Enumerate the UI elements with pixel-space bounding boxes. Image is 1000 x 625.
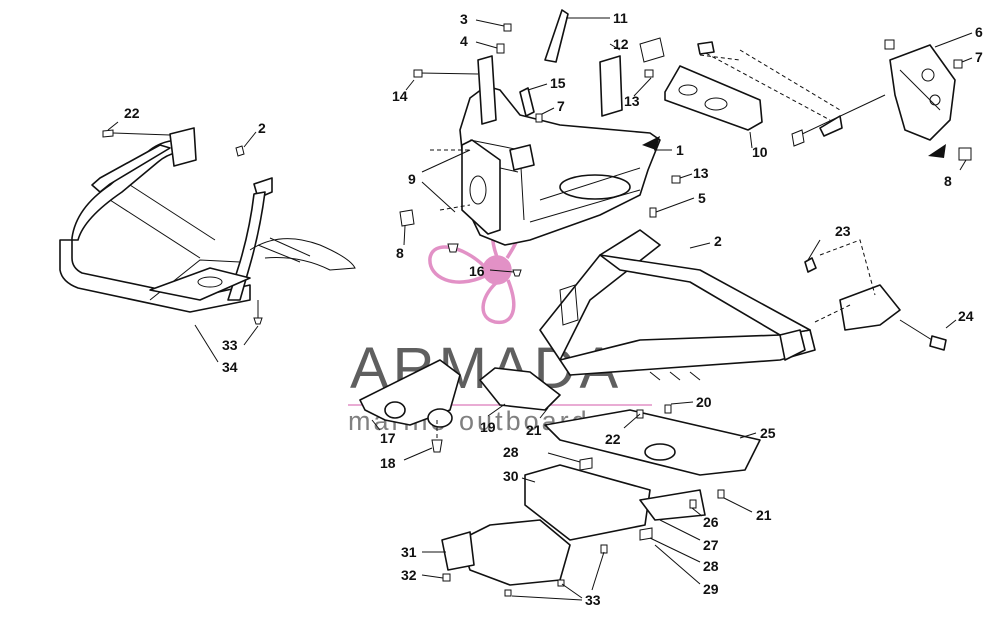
callout-5: 5 — [655, 190, 706, 213]
callout-1: 1 — [654, 142, 684, 158]
svg-text:3: 3 — [460, 11, 468, 27]
svg-text:5: 5 — [698, 190, 706, 206]
svg-text:20: 20 — [696, 394, 712, 410]
svg-text:13: 13 — [624, 93, 640, 109]
callout-31: 31 — [401, 544, 446, 560]
callout-29: 29 — [654, 544, 719, 597]
svg-text:30: 30 — [503, 468, 519, 484]
svg-text:34: 34 — [222, 359, 238, 375]
callout-7-center: 7 — [541, 98, 565, 115]
main-frame — [539, 229, 947, 381]
svg-text:29: 29 — [703, 581, 719, 597]
callout-32: 32 — [401, 567, 444, 583]
callout-25: 25 — [739, 425, 776, 441]
svg-text:23: 23 — [835, 223, 851, 239]
svg-text:31: 31 — [401, 544, 417, 560]
tow-hook-assembly — [359, 359, 561, 453]
callout-16: 16 — [469, 263, 515, 279]
callout-26: 26 — [691, 507, 719, 530]
callout-28-upper: 28 — [503, 444, 581, 463]
svg-text:27: 27 — [703, 537, 719, 553]
svg-text:9: 9 — [408, 171, 416, 187]
callout-2-lower: 2 — [689, 233, 722, 249]
headlight-bracket — [664, 41, 841, 131]
front-bumper — [59, 127, 356, 313]
svg-text:22: 22 — [605, 431, 621, 447]
svg-text:8: 8 — [396, 245, 404, 261]
svg-text:16: 16 — [469, 263, 485, 279]
svg-text:10: 10 — [752, 144, 768, 160]
nose-hardware — [399, 9, 681, 277]
callout-13-upper: 13 — [624, 77, 652, 109]
svg-text:22: 22 — [124, 105, 140, 121]
svg-text:2: 2 — [258, 120, 266, 136]
svg-text:7: 7 — [975, 49, 983, 65]
callout-4: 4 — [460, 33, 498, 49]
callout-6: 6 — [934, 24, 983, 48]
callout-27: 27 — [659, 519, 719, 553]
arrow-icon — [642, 136, 660, 150]
svg-text:33: 33 — [222, 337, 238, 353]
callout-33-left: 33 — [222, 325, 259, 353]
svg-text:24: 24 — [958, 308, 974, 324]
callout-10: 10 — [749, 131, 768, 160]
svg-text:15: 15 — [550, 75, 566, 91]
svg-text:21: 21 — [756, 507, 772, 523]
callout-30: 30 — [503, 468, 536, 484]
direction-arrows — [642, 136, 946, 158]
svg-text:12: 12 — [613, 36, 629, 52]
callout-24: 24 — [945, 308, 974, 329]
svg-text:26: 26 — [703, 514, 719, 530]
svg-text:4: 4 — [460, 33, 468, 49]
front-skid-plate — [441, 404, 761, 597]
svg-text:33: 33 — [585, 592, 601, 608]
svg-text:7: 7 — [557, 98, 565, 114]
svg-text:25: 25 — [760, 425, 776, 441]
callout-11: 11 — [566, 10, 628, 26]
svg-text:14: 14 — [392, 88, 408, 104]
arrow-icon — [928, 144, 946, 158]
svg-text:8: 8 — [944, 173, 952, 189]
callout-17: 17 — [371, 419, 396, 446]
callout-7-right: 7 — [961, 49, 983, 65]
callout-19: 19 — [480, 403, 506, 435]
callouts: 1 2 2 3 4 5 6 7 — [107, 10, 983, 608]
callout-15: 15 — [527, 75, 566, 91]
callout-21-right: 21 — [723, 497, 772, 523]
svg-text:28: 28 — [703, 558, 719, 574]
bumper-hardware — [102, 129, 263, 325]
svg-text:1: 1 — [676, 142, 684, 158]
callout-23: 23 — [807, 223, 851, 261]
svg-text:2: 2 — [714, 233, 722, 249]
svg-text:18: 18 — [380, 455, 396, 471]
hood-latch-bracket — [791, 39, 972, 161]
svg-text:32: 32 — [401, 567, 417, 583]
svg-text:13: 13 — [693, 165, 709, 181]
callout-3: 3 — [460, 11, 505, 27]
callout-9: 9 — [408, 149, 471, 213]
callout-22-left: 22 — [107, 105, 140, 131]
callout-22-center: 22 — [605, 413, 641, 447]
svg-text:17: 17 — [380, 430, 396, 446]
svg-text:28: 28 — [503, 444, 519, 460]
callout-34: 34 — [194, 324, 238, 375]
front-nose-panel — [459, 55, 661, 246]
callout-33-bottom: 33 — [511, 551, 605, 608]
callout-8-right: 8 — [944, 159, 967, 189]
svg-text:19: 19 — [480, 419, 496, 435]
callout-20: 20 — [670, 394, 712, 410]
callout-8-left: 8 — [396, 225, 406, 261]
svg-text:6: 6 — [975, 24, 983, 40]
svg-text:21: 21 — [526, 422, 542, 438]
callout-2-upper: 2 — [243, 120, 266, 148]
callout-18: 18 — [380, 447, 433, 471]
callout-21-left: 21 — [526, 407, 549, 438]
callout-28-lower: 28 — [649, 537, 719, 574]
callout-14: 14 — [392, 79, 415, 104]
callout-13-lower: 13 — [679, 165, 709, 181]
svg-text:11: 11 — [613, 10, 628, 26]
callout-12: 12 — [609, 36, 629, 52]
